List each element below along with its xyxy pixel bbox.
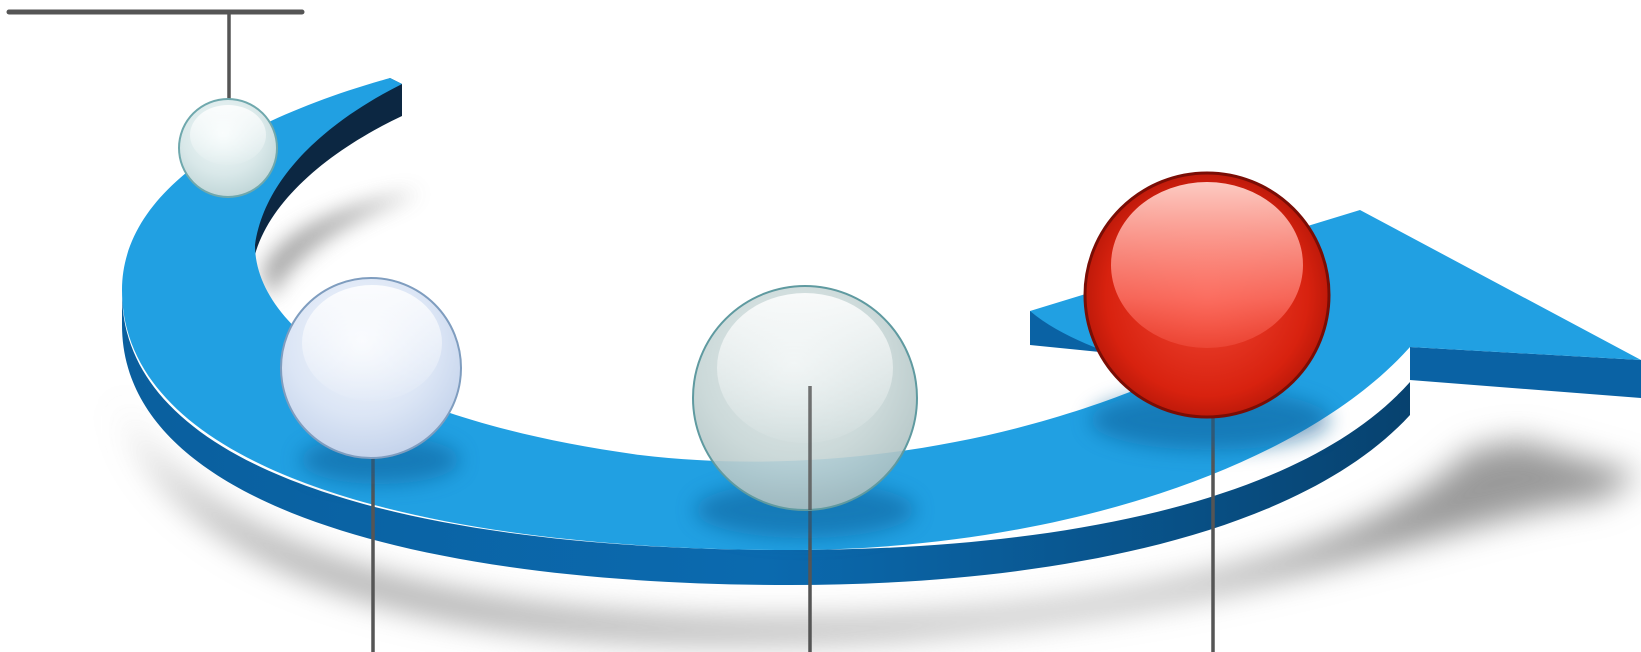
top-left-callout <box>9 12 302 105</box>
node-3 <box>693 286 917 510</box>
node-1 <box>179 99 277 197</box>
node-4 <box>1085 173 1329 417</box>
node-2 <box>281 278 461 458</box>
